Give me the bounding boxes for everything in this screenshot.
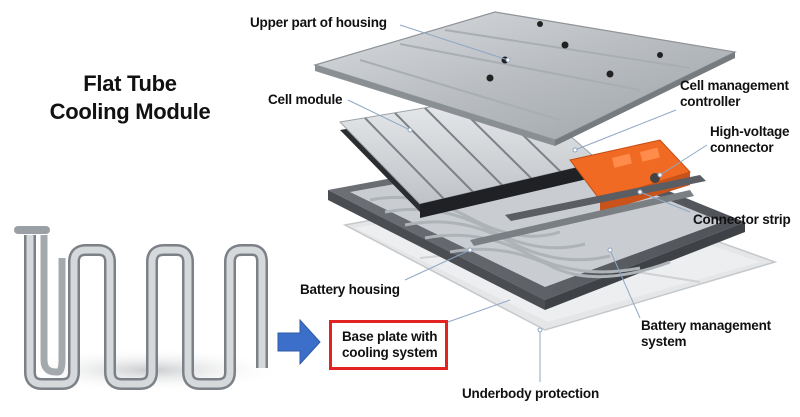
label-cell-module: Cell module [268, 92, 343, 107]
label-underbody-protection: Underbody protection [462, 386, 599, 401]
upper-housing-lid [312, 11, 737, 146]
title-line-2: Cooling Module [49, 99, 211, 124]
connector-strip [470, 175, 706, 246]
flat-tube-cooling-module [14, 226, 285, 392]
label-battery-management-system: Battery management system [641, 318, 771, 349]
label-base-plate: Base plate with cooling system [342, 329, 438, 360]
title-line-1: Flat Tube [83, 71, 177, 96]
base-plate-highlight-box: Base plate with cooling system [329, 320, 448, 370]
label-cell-management-controller: Cell management controller [680, 78, 789, 109]
right-arrow-icon [277, 318, 321, 366]
label-connector-strip: Connector strip [693, 212, 791, 227]
label-upper-housing: Upper part of housing [250, 15, 387, 30]
label-high-voltage-connector: High-voltage connector [710, 124, 790, 155]
label-battery-housing: Battery housing [300, 282, 400, 297]
leader-lines [347, 24, 708, 382]
module-title: Flat Tube Cooling Module [40, 70, 220, 126]
